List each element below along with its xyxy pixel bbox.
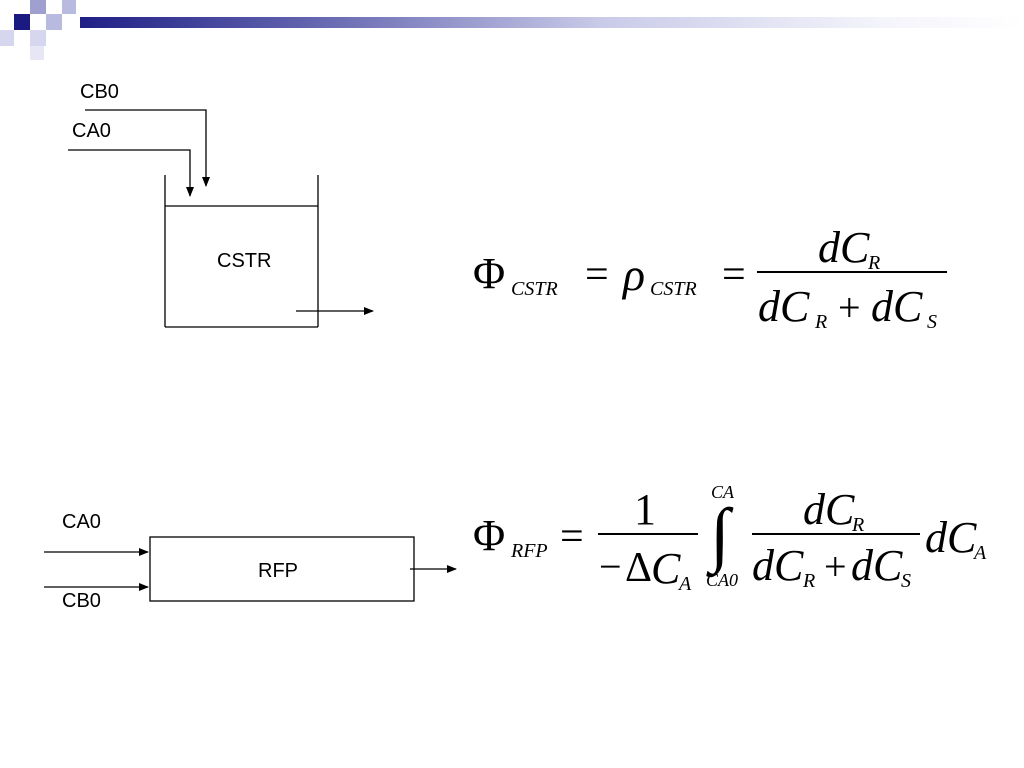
equals-sign: = [560, 514, 584, 560]
plus-sign: + [838, 285, 861, 330]
equals-sign: = [722, 252, 746, 298]
integral-lower-limit: CA0 [706, 570, 739, 590]
deco-square-mid [62, 0, 76, 14]
numerator-dc: dC [803, 485, 855, 534]
phi-symbol: Φ [473, 249, 506, 298]
differential-subscript-a: A [974, 542, 987, 564]
rfp-drawing [44, 536, 457, 602]
delta-symbol: Δ [625, 545, 653, 591]
deco-gradient-bar [80, 17, 1024, 28]
minus-sign: − [599, 544, 622, 589]
rfp-inlet-a-label: CA0 [62, 511, 101, 533]
concentration-subscript-a: A [679, 573, 692, 595]
deco-square-dark [14, 14, 30, 30]
plus-sign: + [824, 544, 847, 589]
phi-symbol: Φ [473, 511, 506, 560]
equals-sign: = [585, 252, 609, 298]
deco-square-mid [30, 0, 46, 14]
denominator-subscript-s: S [927, 311, 937, 333]
cstr-reactor-label: CSTR [217, 250, 272, 272]
fraction-bar [757, 271, 947, 273]
cstr-inlet-b-label: CB0 [80, 81, 119, 103]
deco-square-light [30, 46, 44, 60]
numerator-subscript: R [852, 514, 865, 536]
deco-square-mid [46, 14, 62, 30]
fraction-bar [598, 533, 698, 535]
fraction-numerator-one: 1 [634, 485, 656, 534]
denominator-subscript-s: S [901, 570, 911, 592]
deco-square-light [30, 30, 46, 46]
cstr-drawing [68, 109, 374, 328]
feed-line-b [85, 109, 210, 187]
phi-subscript: RFP [511, 540, 548, 562]
numerator-subscript: R [868, 252, 881, 274]
differential-dca: dC [925, 513, 977, 562]
rfp-inlet-b-label: CB0 [62, 590, 101, 612]
fraction-bar [752, 533, 920, 535]
denominator-dc-s: dC [871, 282, 923, 331]
denominator-dc-r: dC [752, 541, 804, 590]
rho-symbol: ρ [623, 249, 646, 300]
integral-upper-limit: CA [711, 482, 735, 502]
numerator-dc: dC [818, 223, 870, 272]
rfp-reactor-label: RFP [258, 560, 298, 582]
denominator-subscript-r: R [815, 311, 828, 333]
cstr-inlet-a-label: CA0 [72, 120, 111, 142]
concentration-c: C [651, 544, 681, 593]
denominator-dc-r: dC [758, 282, 810, 331]
phi-subscript: CSTR [511, 278, 558, 300]
feed-line-a [68, 149, 194, 197]
denominator-subscript-r: R [803, 570, 816, 592]
denominator-dc-s: dC [851, 541, 903, 590]
integral-sign: ∫ [710, 494, 730, 574]
rho-subscript: CSTR [650, 278, 697, 300]
deco-square-light [0, 30, 14, 46]
